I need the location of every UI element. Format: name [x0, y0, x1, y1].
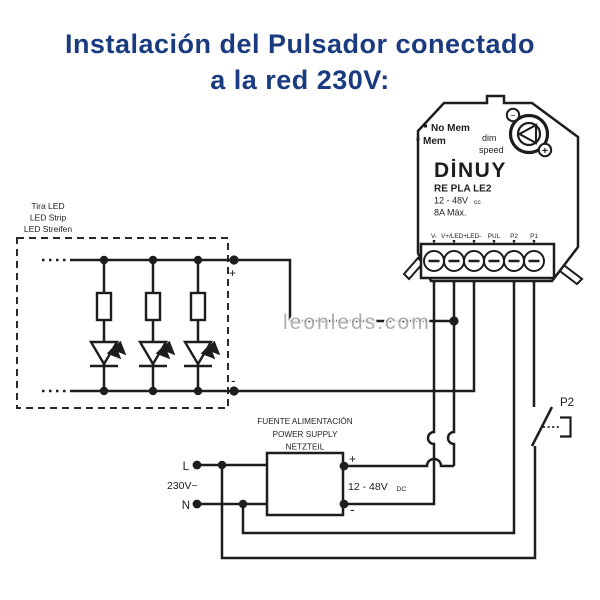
- wire-vplus: [446, 270, 456, 466]
- dim-speed-dial-icon[interactable]: − +: [505, 107, 553, 158]
- mains-voltage-label: 230V~: [167, 480, 198, 492]
- led-branches: + -: [88, 260, 236, 391]
- switch-actuator-icon: [560, 416, 572, 438]
- terminal-label-vplus: V+/LED+: [441, 233, 467, 240]
- psu-output-label: 12 - 48V: [348, 481, 388, 493]
- wire-p2: [241, 270, 516, 535]
- terminal-label-p1: P1: [530, 233, 538, 240]
- power-supply: FUENTE ALIMENTACIÓN POWER SUPPLY NETZTEI…: [167, 416, 406, 517]
- led-branch: [88, 260, 127, 391]
- led-strip-label-de: LED Streifen: [24, 224, 72, 234]
- led-diode-icon: [137, 340, 169, 367]
- device-voltage-label: 12 - 48V: [434, 196, 468, 206]
- wire-p1-lower: [220, 446, 537, 560]
- dim-speed-label2: speed: [479, 145, 504, 155]
- terminal-dot: [452, 240, 456, 243]
- no-mem-label: No Mem: [431, 123, 470, 134]
- led-strip-minus-label: -: [231, 372, 236, 388]
- resistor-icon: [95, 291, 113, 322]
- terminal-dot: [512, 240, 516, 243]
- device-current-label: 8A Máx.: [434, 208, 467, 218]
- terminal-dot: [472, 240, 476, 243]
- wire-vminus: [344, 270, 436, 506]
- dim-speed-label1: dim: [482, 133, 497, 143]
- screw-terminals[interactable]: [423, 250, 545, 272]
- dial-plus-label: +: [542, 145, 548, 157]
- resistor-icon: [189, 291, 207, 322]
- terminal-dot: [432, 240, 436, 243]
- psu-label-es: FUENTE ALIMENTACIÓN: [257, 416, 352, 426]
- led-light-arrow-icon: [155, 344, 171, 360]
- pushbutton-label: P2: [560, 397, 574, 409]
- brand-logo: DİNUY: [434, 159, 507, 182]
- led-light-arrow-icon: [200, 344, 216, 360]
- junction-dots: [99, 255, 459, 509]
- led-strip-dashed-border: [16, 237, 229, 409]
- led-light-arrow-icon: [111, 340, 127, 356]
- mem-selector-dot: [424, 124, 427, 128]
- mem-selector-dot: [416, 137, 420, 141]
- led-light-arrow-icon: [106, 344, 122, 360]
- wire-ledplus: [70, 258, 454, 323]
- led-branch: [182, 260, 221, 391]
- neutral-label: N: [182, 500, 190, 512]
- terminal-dot: [492, 240, 496, 243]
- wire-psu-plus: [344, 457, 454, 468]
- mem-label: Mem: [423, 136, 446, 147]
- psu-label-en: POWER SUPPLY: [273, 430, 338, 439]
- led-diode-icon: [88, 340, 120, 367]
- led-strip-label-en: LED Strip: [30, 213, 67, 223]
- led-strip-box: Tira LED LED Strip LED Streifen: [16, 201, 229, 409]
- terminal-dot: [532, 240, 536, 243]
- p2-pushbutton[interactable]: P2: [530, 397, 574, 447]
- dimmer-device: No Mem Mem dim speed − + DİNUY RE PLA LE…: [402, 94, 584, 286]
- psu-box: [265, 451, 345, 517]
- psu-minus-label: -: [350, 501, 355, 517]
- terminal-label-pul: PUL: [488, 233, 501, 240]
- wires: [42, 258, 537, 560]
- line-label: L: [183, 461, 190, 473]
- terminal-labels: V- V+/LED+ LED- PUL P2 P1: [431, 233, 538, 243]
- psu-output-sub: DC: [397, 486, 407, 493]
- device-voltage-sub: cc: [474, 199, 481, 206]
- page-title-line1: Instalación del Pulsador conectado: [64, 29, 536, 59]
- led-strip-label-es: Tira LED: [31, 201, 64, 211]
- led-strip-plus-label: +: [229, 266, 236, 280]
- switch-blade-icon: [530, 406, 554, 447]
- page-title: Instalación del Pulsador conectado a la …: [0, 26, 600, 98]
- psu-plus-label: +: [349, 452, 356, 466]
- led-branch: [137, 260, 176, 391]
- terminal-label-ledminus: LED-: [467, 233, 482, 240]
- led-light-arrow-icon: [160, 340, 176, 356]
- dial-minus-label: −: [510, 110, 515, 120]
- wire-ledminus: [70, 270, 476, 393]
- led-light-arrow-icon: [205, 340, 221, 356]
- led-diode-icon: [182, 340, 214, 367]
- model-label: RE PLA LE2: [434, 184, 492, 195]
- watermark: leonleds.com: [283, 311, 431, 334]
- terminal-label-p2: P2: [510, 233, 518, 240]
- terminal-label-vminus: V-: [431, 233, 437, 240]
- page-title-line2: a la red 230V:: [210, 65, 390, 95]
- psu-label-de: NETZTEIL: [286, 443, 325, 452]
- resistor-icon: [144, 291, 162, 322]
